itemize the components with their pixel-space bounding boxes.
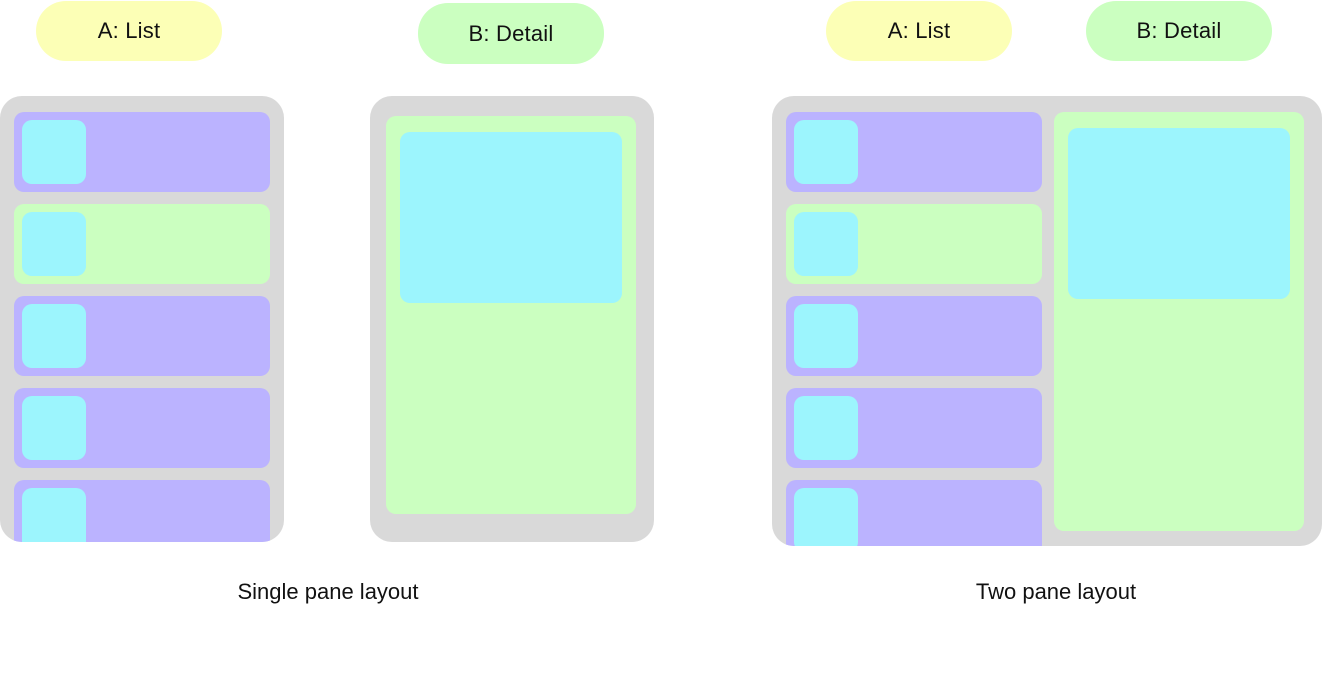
single-pane-caption: Single pane layout (237, 579, 419, 604)
thumbnail (22, 120, 86, 184)
detail-pane (386, 116, 636, 514)
detail-label-pill: B: Detail (1086, 1, 1272, 61)
list-item[interactable] (14, 112, 270, 192)
list-label-pill: A: List (826, 1, 1012, 61)
list-item[interactable] (786, 388, 1042, 468)
thumbnail (22, 396, 86, 460)
two-pane-device (772, 96, 1322, 546)
list-item[interactable] (786, 480, 1042, 546)
two-pane-caption: Two pane layout (975, 579, 1137, 604)
detail-label: B: Detail (1136, 18, 1222, 43)
thumbnail (22, 488, 86, 542)
list-item-selected[interactable] (14, 204, 270, 284)
thumbnail (794, 304, 858, 368)
detail-hero-image (400, 132, 622, 303)
single-pane-detail-device (370, 96, 654, 542)
detail-hero-image (1068, 128, 1290, 299)
detail-pane (1054, 112, 1304, 531)
list-item[interactable] (14, 480, 270, 542)
detail-label-pill: B: Detail (418, 3, 604, 64)
thumbnail (794, 212, 858, 276)
list-item[interactable] (14, 296, 270, 376)
thumbnail (794, 488, 858, 546)
thumbnail (794, 396, 858, 460)
list-item[interactable] (786, 112, 1042, 192)
list-label: A: List (97, 18, 161, 43)
list-item[interactable] (786, 296, 1042, 376)
list-item-selected[interactable] (786, 204, 1042, 284)
single-pane-list-device (0, 96, 284, 542)
thumbnail (22, 304, 86, 368)
list-label-pill: A: List (36, 1, 222, 61)
thumbnail (794, 120, 858, 184)
list-label: A: List (887, 18, 951, 43)
detail-label: B: Detail (468, 20, 554, 46)
list-item[interactable] (14, 388, 270, 468)
thumbnail (22, 212, 86, 276)
